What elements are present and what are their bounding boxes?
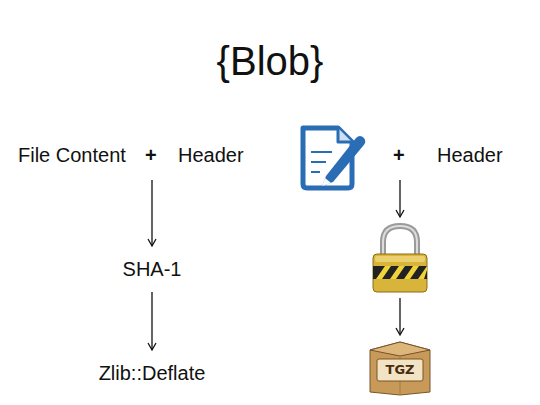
node-text: Header [178,141,244,169]
diagram-title: {Blob} [0,36,540,86]
step-label: Zlib::Deflate [72,358,232,386]
archive-box: TGZ [368,338,432,396]
padlock-icon [373,226,427,292]
node-text: + [145,141,157,169]
document-icon [303,128,365,188]
flow-arrow [148,180,156,246]
node-text: File Content [18,141,126,169]
text-group: File Content + Header [14,140,290,170]
node-text: Zlib::Deflate [72,359,232,387]
box-label: TGZ [368,362,432,378]
step-label: SHA-1 [102,254,202,282]
node-text: SHA-1 [102,255,202,283]
text-group: + Header [290,140,520,170]
node-text: Header [437,141,503,169]
node-text: + [393,141,405,169]
flow-arrow [148,292,156,350]
